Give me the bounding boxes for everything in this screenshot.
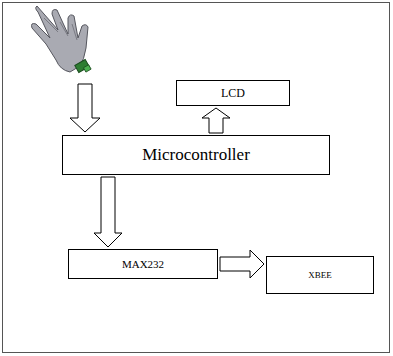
- glove-illustration: [32, 6, 92, 72]
- input-arrow: [70, 84, 100, 132]
- block-arrow: [202, 108, 230, 133]
- block-arrow: [94, 177, 122, 247]
- lcd-box: LCD: [176, 80, 290, 106]
- outer-frame: [3, 3, 390, 353]
- process-box: MAX232: [68, 249, 218, 279]
- process-box: XBEE: [266, 256, 374, 294]
- process-box: Microcontroller: [62, 135, 330, 175]
- box-label: MAX232: [122, 258, 164, 270]
- box-label: LCD: [221, 86, 245, 101]
- box-label: Microcontroller: [142, 145, 250, 165]
- block-arrow: [220, 250, 264, 278]
- box-label: XBEE: [308, 270, 332, 280]
